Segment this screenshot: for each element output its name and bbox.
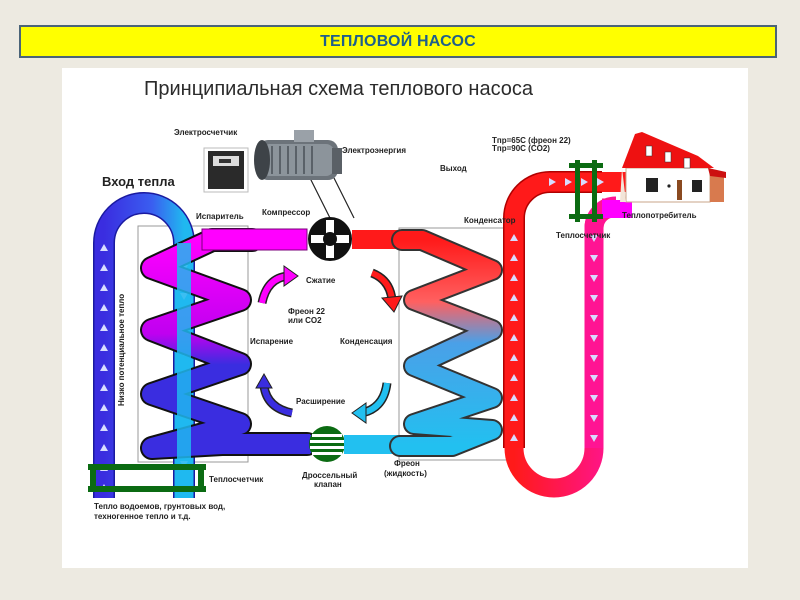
- label-compressor: Компрессор: [262, 208, 310, 217]
- label-condensation: Конденсация: [340, 337, 393, 346]
- label-throttle-2: клапан: [314, 480, 342, 489]
- flow-arrow-icon: [590, 295, 598, 302]
- slide-title: ТЕПЛОВОЙ НАСОС: [320, 32, 476, 50]
- cycle-arrows: [255, 265, 403, 424]
- flow-arrow-icon: [590, 255, 598, 262]
- condenser-coil: [389, 229, 503, 457]
- label-output: Выход: [440, 164, 467, 173]
- label-heat-input: Вход тепла: [102, 174, 175, 189]
- diagram-title: Принципиальная схема теплового насоса: [144, 78, 534, 100]
- label-heat-meter-left: Теплосчетчик: [209, 475, 264, 484]
- label-expansion: Расширение: [296, 397, 346, 406]
- flow-arrow-icon: [510, 334, 518, 341]
- flow-arrow-icon: [590, 375, 598, 382]
- label-evaporator: Испаритель: [196, 212, 244, 221]
- label-refrigerant-2: или CO2: [288, 316, 322, 325]
- flow-arrow-icon: [100, 444, 108, 451]
- flow-arrow-icon: [510, 274, 518, 281]
- heat-meter-left: [88, 464, 206, 492]
- flow-arrow-icon: [510, 414, 518, 421]
- flow-arrow-icon: [510, 234, 518, 241]
- house-heat-consumer: [620, 132, 726, 203]
- label-electric-meter: Электросчетчик: [174, 128, 238, 137]
- electric-motor: [254, 130, 342, 180]
- flow-arrow-icon: [510, 354, 518, 361]
- flow-arrow-icon: [510, 434, 518, 441]
- suction-pipe: [201, 228, 308, 251]
- label-freon-liquid-2: (жидкость): [384, 469, 427, 478]
- label-heat-source-2: техногенное тепло и т.д.: [94, 512, 191, 521]
- flow-arrow-icon: [510, 374, 518, 381]
- flow-arrow-icon: [549, 178, 556, 186]
- heating-water-loop: [503, 171, 632, 498]
- label-freon-liquid-1: Фреон: [394, 459, 420, 468]
- flow-arrow-icon: [510, 294, 518, 301]
- label-low-potential-heat: Низко потенциальное тепло: [117, 294, 126, 406]
- flow-arrow-icon: [100, 344, 108, 351]
- flow-arrow-icon: [590, 235, 598, 242]
- flow-arrow-icon: [510, 394, 518, 401]
- label-heat-source-1: Тепло водоемов, грунтовых вод,: [94, 502, 225, 511]
- flow-arrow-icon: [590, 435, 598, 442]
- flow-arrow-icon: [100, 304, 108, 311]
- liquid-line-pipe: [344, 435, 402, 454]
- label-heat-consumer: Теплопотребитель: [622, 211, 697, 220]
- flow-arrow-icon: [100, 264, 108, 271]
- flow-arrow-icon: [100, 364, 108, 371]
- label-compression: Сжатие: [306, 276, 336, 285]
- label-condenser: Конденсатор: [464, 216, 516, 225]
- flow-arrow-icon: [590, 275, 598, 282]
- flow-arrow-icon: [590, 335, 598, 342]
- flow-arrow-icon: [590, 415, 598, 422]
- flow-arrow-icon: [100, 384, 108, 391]
- throttle-valve: [309, 426, 345, 462]
- flow-arrow-icon: [590, 355, 598, 362]
- flow-arrow-icon: [100, 244, 108, 251]
- evaporator-inlet-pipe: [242, 434, 310, 454]
- label-evaporation: Испарение: [250, 337, 294, 346]
- flow-arrow-icon: [100, 424, 108, 431]
- flow-arrow-icon: [100, 404, 108, 411]
- label-heat-meter-right: Теплосчетчик: [556, 231, 611, 240]
- label-temp-co2: Tпр=90C (CO2): [492, 144, 550, 153]
- evaporator-coil: [140, 228, 319, 460]
- flow-arrow-icon: [590, 395, 598, 402]
- flow-arrow-icon: [590, 315, 598, 322]
- flow-arrow-icon: [510, 314, 518, 321]
- heat-pump-schematic: Электросчетчик Электроэнергия Вход тепла…: [88, 128, 726, 521]
- flow-arrow-icon: [597, 178, 604, 186]
- flow-arrow-icon: [100, 324, 108, 331]
- label-temp-freon22: Tпр=65C (фреон 22): [492, 136, 571, 145]
- label-refrigerant-1: Фреон 22: [288, 307, 326, 316]
- flow-arrow-icon: [581, 178, 588, 186]
- electric-meter: [203, 147, 249, 193]
- heat-pump-diagram-panel: Принципиальная схема теплового насоса: [62, 68, 748, 568]
- heat-meter-right: [569, 160, 603, 222]
- label-throttle-1: Дроссельный: [302, 471, 357, 480]
- flow-arrow-icon: [510, 254, 518, 261]
- flow-arrows-right: [510, 178, 604, 442]
- label-electric-energy: Электроэнергия: [342, 146, 406, 155]
- slide-title-bar: ТЕПЛОВОЙ НАСОС: [19, 25, 777, 58]
- flow-arrow-icon: [565, 178, 572, 186]
- flow-arrow-icon: [100, 284, 108, 291]
- compressor-symbol: [308, 177, 355, 261]
